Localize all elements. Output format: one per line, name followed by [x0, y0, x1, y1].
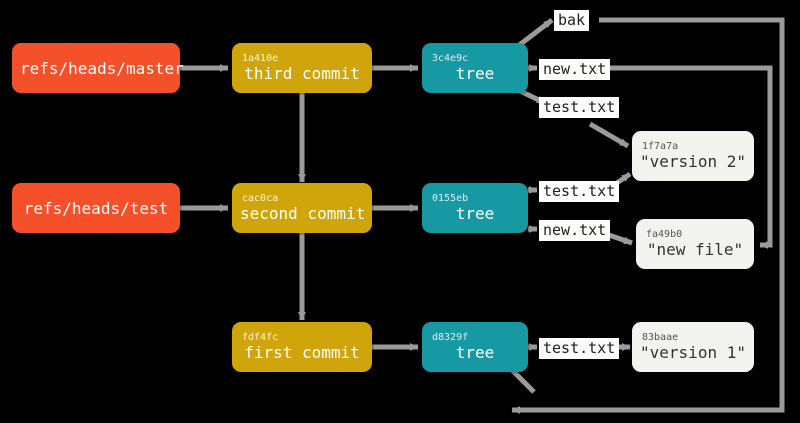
- tree-3c4e9c-label: tree: [455, 64, 495, 83]
- blob-83baae-label: "version 1": [640, 343, 746, 362]
- commit-node-third[interactable]: 1a410e third commit: [232, 43, 372, 93]
- tree-d8329f-hash: d8329f: [432, 332, 469, 343]
- commit-node-second[interactable]: cac0ca second commit: [232, 183, 372, 233]
- commit-second-label: second commit: [240, 204, 366, 223]
- ref-master-label: refs/heads/master: [20, 58, 184, 78]
- tree-node-0155eb[interactable]: 0155eb tree: [422, 183, 528, 233]
- commit-third-hash: 1a410e: [242, 53, 279, 64]
- ref-node-test[interactable]: refs/heads/test: [12, 183, 180, 233]
- edge-bak-route-to-tree-d8329f: [511, 17, 785, 414]
- tree-node-d8329f[interactable]: d8329f tree: [422, 322, 528, 372]
- edge-label-bak: bak: [554, 10, 590, 31]
- edge-label-new-txt-mid: new.txt: [539, 220, 611, 241]
- edge-tree3-corner-stub: [508, 366, 536, 394]
- edge-newtxt-mid-to-blob-newfile: [605, 231, 633, 246]
- edge-newtxt-top-to-blob-newfile: [604, 65, 773, 249]
- blob-1f7a7a-hash: 1f7a7a: [642, 141, 679, 152]
- commit-third-label: third commit: [244, 64, 360, 83]
- edge-label-test-txt-top: test.txt: [539, 97, 620, 118]
- tree-node-3c4e9c[interactable]: 3c4e9c tree: [422, 43, 528, 93]
- blob-node-1f7a7a[interactable]: 1f7a7a "version 2": [632, 131, 754, 181]
- edge-label-test-txt-mid: test.txt: [539, 181, 620, 202]
- blob-fa49b0-label: "new file": [646, 240, 744, 259]
- edge-label-test-txt-bottom: test.txt: [539, 338, 620, 359]
- tree-0155eb-hash: 0155eb: [432, 193, 469, 204]
- commit-node-first[interactable]: fdf4fc first commit: [232, 322, 372, 372]
- blob-1f7a7a-label: "version 2": [640, 152, 746, 171]
- blob-node-83baae[interactable]: 83baae "version 1": [632, 322, 754, 372]
- commit-first-hash: fdf4fc: [242, 332, 279, 343]
- commit-second-hash: cac0ca: [242, 193, 279, 204]
- blob-83baae-hash: 83baae: [642, 332, 679, 343]
- blob-node-fa49b0[interactable]: fa49b0 "new file": [636, 219, 754, 269]
- ref-test-label: refs/heads/test: [23, 198, 169, 218]
- tree-d8329f-label: tree: [455, 343, 495, 362]
- edge-tree1-to-bak-label: [516, 18, 554, 48]
- edge-label-new-txt-top: new.txt: [539, 59, 611, 80]
- tree-3c4e9c-hash: 3c4e9c: [432, 53, 469, 64]
- commit-first-label: first commit: [244, 343, 360, 362]
- blob-fa49b0-hash: fa49b0: [646, 229, 683, 240]
- ref-node-master[interactable]: refs/heads/master: [12, 43, 184, 93]
- tree-0155eb-label: tree: [455, 204, 495, 223]
- edge-testtxt-top-to-blob-version2: [588, 121, 630, 149]
